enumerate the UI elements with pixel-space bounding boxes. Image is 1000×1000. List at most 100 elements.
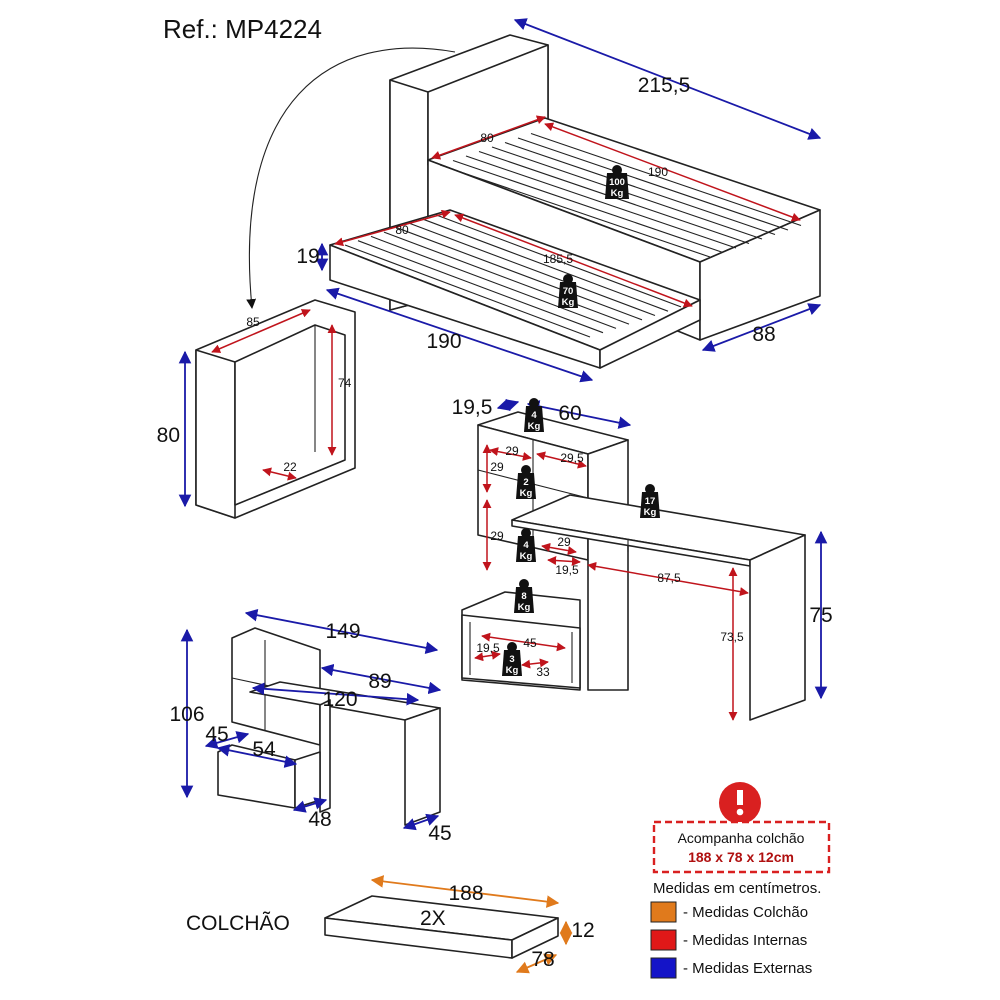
bed-load-top-unit: Kg (611, 188, 624, 199)
legend-label: - Medidas Externas (683, 960, 812, 977)
desk-detail-load-shelf-unit: Kg (518, 602, 531, 613)
mattress-height-label: 12 (571, 919, 594, 942)
headboard-height-outer-label: 80 (157, 424, 180, 447)
legend-title: Medidas em centímetros. (653, 880, 821, 897)
desk-detail-desk-inner-height-label: 73,5 (720, 630, 744, 644)
desk-overall-height-label: 106 (169, 703, 204, 726)
legend-swatch (650, 929, 677, 951)
legend-item: - Medidas Colchão (650, 901, 808, 923)
notice-box: Acompanha colchão 188 x 78 x 12cm (652, 782, 831, 874)
bed-depth-label: 88 (752, 323, 775, 346)
desk-detail-niche-depth-label: 19,5 (555, 563, 579, 577)
headboard-width-inner-label: 85 (246, 315, 260, 329)
desk-detail-load-drawer-weight-icon: 3Kg (502, 642, 522, 676)
bed-inner-length-trundle-label: 185,5 (543, 252, 573, 266)
desk-detail-niche-height-1-label: 29 (490, 460, 504, 474)
desk-overall-cabinet-depth-label: 45 (205, 723, 228, 746)
headboard-drawing (195, 299, 356, 519)
desk-overall-desk-depth-label: 45 (428, 822, 451, 845)
desk-detail-desk-height-label: 75 (809, 604, 832, 627)
notice-line-2: 188 x 78 x 12cm (688, 849, 794, 865)
desk-overall-total-width-line (244, 608, 439, 655)
mattress-length-line (370, 875, 560, 908)
desk-detail-load-top-unit: Kg (528, 421, 541, 432)
mattress-length-label: 188 (448, 882, 483, 905)
legend-label: - Medidas Internas (683, 932, 807, 949)
desk-detail-niche-depth-line (547, 556, 581, 566)
mattress-label: COLCHÃO (186, 911, 290, 935)
headboard-width-inner-line (211, 309, 311, 353)
bed-length-top-label: 215,5 (638, 74, 691, 97)
bed-inner-width-trundle-line (334, 209, 451, 247)
headboard-depth-inner-label: 22 (283, 460, 297, 474)
desk-detail-load-top-weight-icon: 4Kg (524, 398, 544, 432)
bed-length-bottom-label: 190 (426, 330, 461, 353)
desk-detail-desk-inner-width-label: 87,5 (657, 571, 681, 585)
desk-detail-niche-width-3-line (541, 542, 577, 556)
bed-length-bottom-line (325, 287, 594, 383)
desk-detail-load-top-value: 4 (531, 410, 537, 421)
bed-load-trundle-value: 70 (563, 286, 574, 297)
desk-detail-drawer-depth-label: 19,5 (476, 641, 500, 655)
desk-detail-load-niche-2-value: 4 (523, 540, 529, 551)
desk-detail-load-niche-2-unit: Kg (520, 551, 533, 562)
desk-overall-cabinet-width-label: 54 (252, 738, 276, 761)
desk-detail-top-width-label: 60 (558, 402, 581, 425)
legend-item: - Medidas Internas (650, 929, 807, 951)
reference-title: Ref.: MP4224 (163, 14, 322, 44)
desk-detail-load-shelf-weight-icon: 8Kg (514, 579, 534, 613)
bed-inner-width-top-line (431, 115, 546, 160)
bed-length-top-line (513, 18, 822, 140)
desk-detail-niche-width-1-label: 29 (505, 444, 519, 458)
bed-inner-length-trundle-line (454, 213, 693, 308)
desk-overall-cabinet-width-line (216, 744, 298, 768)
desk-detail-top-width-line (526, 400, 632, 429)
desk-overall-drawing (217, 627, 441, 826)
mattress-quantity: 2X (420, 907, 446, 930)
legend-swatch (650, 901, 677, 923)
legend-swatch (650, 957, 677, 979)
bed-inner-width-trundle-label: 80 (395, 223, 409, 237)
bed-inner-length-top-label: 190 (648, 165, 668, 179)
desk-detail-niche-width-1-line (489, 447, 532, 461)
bed-trundle-height-label: 19 (296, 245, 319, 268)
desk-overall-top-width-line (320, 663, 442, 695)
desk-overall-total-width-label: 149 (325, 620, 360, 643)
desk-detail-load-niche-2-weight-icon: 4Kg (516, 528, 536, 562)
legend-label: - Medidas Colchão (683, 904, 808, 921)
desk-detail-shelf-depth-label: 19,5 (452, 396, 493, 419)
desk-detail-load-shelf-value: 8 (521, 591, 526, 602)
desk-detail-niche-width-2-label: 29,5 (560, 451, 584, 465)
pointer-arrow (246, 47, 456, 309)
bed-load-top-value: 100 (609, 177, 625, 188)
notice-line-1: Acompanha colchão (678, 830, 805, 846)
desk-overall-cabinet-depth-line (204, 731, 250, 749)
mattress-width-line (515, 953, 558, 974)
desk-detail-drawer-width-line (481, 632, 566, 652)
bed-inner-width-top-label: 80 (480, 131, 494, 145)
legend: Medidas em centímetros. - Medidas Colchã… (650, 880, 821, 979)
desk-detail-load-niche-unit: Kg (520, 488, 533, 499)
desk-detail-niche-width-2-line (536, 451, 587, 469)
desk-detail-desk-inner-width-line (587, 561, 749, 597)
desk-detail-load-desk-unit: Kg (644, 507, 657, 518)
headboard-depth-inner-line (262, 467, 297, 481)
desk-detail-load-drawer-unit: Kg (506, 665, 519, 676)
desk-detail-drawer-height-label: 33 (536, 665, 550, 679)
desk-detail-niche-height-2-label: 29 (490, 529, 504, 543)
bed-depth-line (701, 303, 822, 352)
desk-detail-drawer-height-line (521, 658, 549, 669)
desk-overall-desk-width-line (251, 682, 420, 706)
desk-detail-load-desk-value: 17 (645, 496, 656, 507)
headboard-height-inner-label: 74 (338, 376, 352, 390)
desk-detail-load-niche-weight-icon: 2Kg (516, 465, 536, 499)
desk-detail-drawer-depth-line (474, 650, 501, 662)
desk-overall-base-depth-line (292, 797, 328, 813)
desk-detail-shelf-depth-line (496, 398, 520, 412)
desk-detail-drawer-width-label: 45 (523, 636, 537, 650)
